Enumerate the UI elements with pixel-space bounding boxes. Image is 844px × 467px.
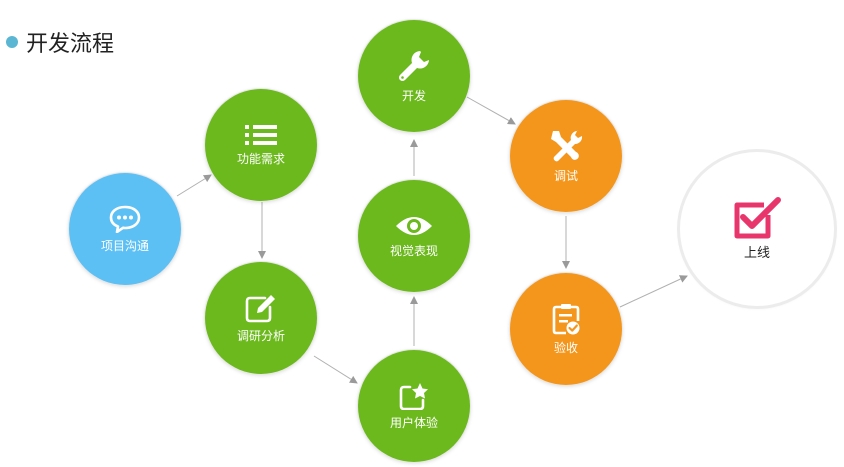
node-label: 调试: [553, 169, 578, 183]
node-label: 项目沟通: [100, 239, 149, 253]
edit-icon: [245, 295, 275, 323]
node-requirements[interactable]: 功能需求: [205, 89, 317, 201]
node-launch[interactable]: 上线: [680, 152, 834, 306]
list-icon: [245, 125, 277, 145]
node-debug[interactable]: 调试: [510, 100, 622, 212]
node-ux[interactable]: 用户体验: [358, 350, 470, 462]
node-label: 用户体验: [389, 416, 438, 430]
wrench-icon: [398, 51, 429, 82]
connector-accept-launch: [619, 275, 688, 308]
node-label: 上线: [743, 246, 770, 261]
node-label: 功能需求: [236, 152, 285, 166]
connector-develop-debug: [466, 96, 516, 125]
node-label: 开发: [401, 89, 426, 103]
tools-icon: [551, 130, 583, 162]
node-label: 调研分析: [236, 329, 285, 343]
node-accept[interactable]: 验收: [510, 273, 622, 385]
eye-icon: [396, 217, 432, 235]
section-header: 开发流程: [6, 26, 114, 58]
page-title: 开发流程: [26, 32, 115, 57]
node-develop[interactable]: 开发: [358, 20, 470, 132]
node-research[interactable]: 调研分析: [205, 262, 317, 374]
node-visual[interactable]: 视觉表现: [358, 180, 470, 292]
star-box-icon: [399, 383, 428, 410]
bullet-dot-icon: [6, 36, 18, 48]
clipboard-check-icon: [552, 304, 580, 335]
node-label: 验收: [553, 341, 578, 355]
node-communicate[interactable]: 项目沟通: [69, 173, 181, 285]
node-label: 视觉表现: [389, 244, 438, 258]
connector-communicate-requirements: [176, 174, 212, 197]
checkbox-checked-icon: [734, 197, 781, 239]
connector-research-ux: [313, 355, 358, 384]
chat-bubble-icon: [109, 205, 141, 233]
